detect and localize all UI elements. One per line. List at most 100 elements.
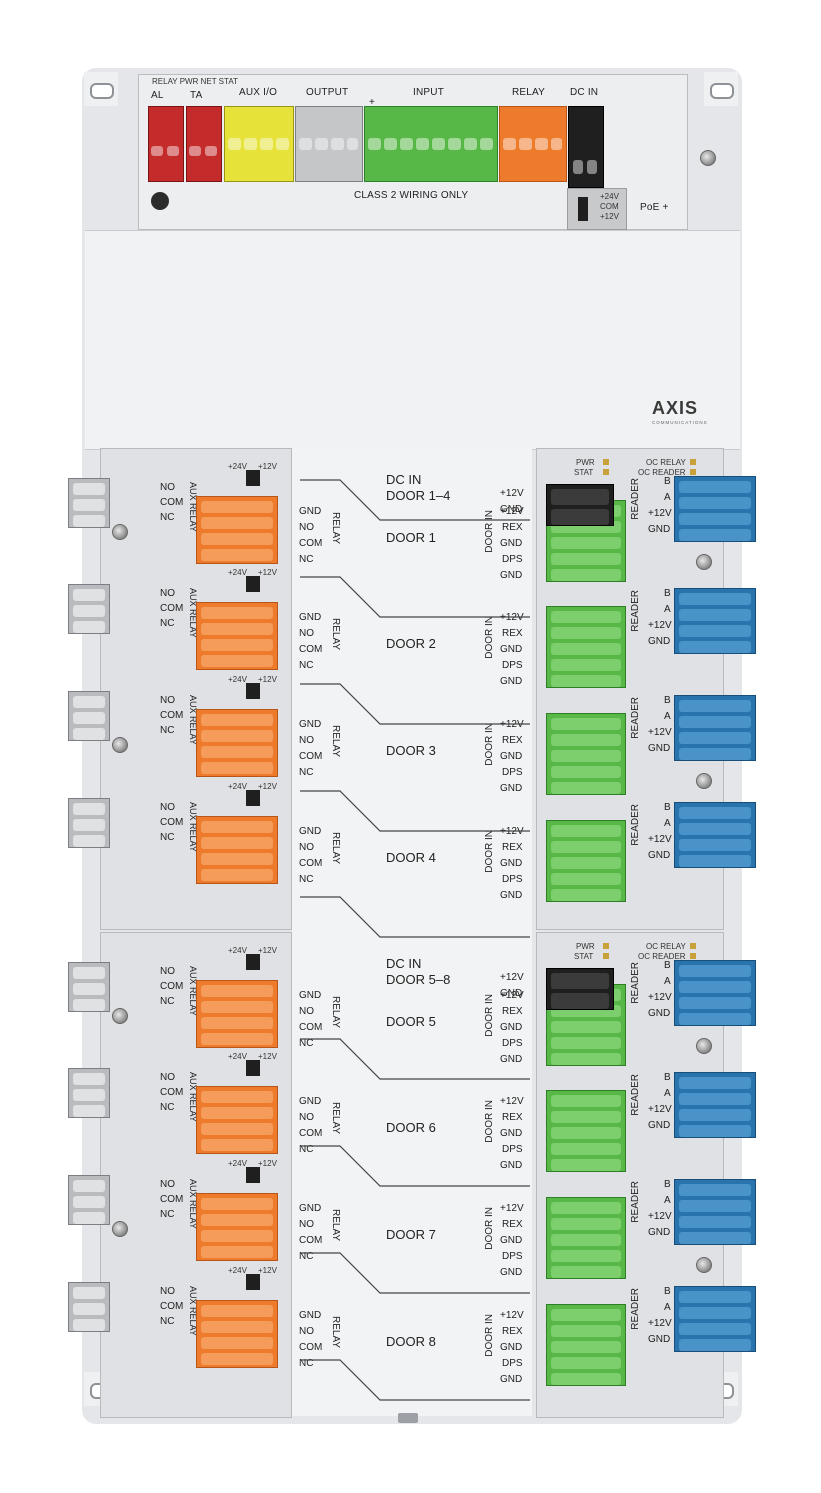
input-label: INPUT [413, 87, 444, 98]
terminal-pin [679, 609, 751, 621]
door-in-gnd-label: GND [500, 1022, 523, 1033]
reader-12v-label: +12V [648, 1211, 672, 1222]
voltage-jumper[interactable] [246, 470, 260, 486]
terminal-pin [679, 839, 751, 851]
terminal-pin [201, 607, 273, 619]
relay-terminal[interactable] [499, 106, 567, 182]
door-in-terminal[interactable] [546, 1304, 626, 1386]
aux-relay-terminal[interactable] [68, 798, 110, 848]
power-jumper[interactable] [578, 197, 588, 221]
voltage-jumper[interactable] [246, 790, 260, 806]
aux-relay-terminal[interactable] [68, 478, 110, 528]
door-in-terminal[interactable] [546, 713, 626, 795]
door-relay-terminal[interactable] [196, 980, 278, 1048]
door-in-terminal[interactable] [546, 606, 626, 688]
door-in-gnd-label: GND [500, 751, 523, 762]
reset-button[interactable] [151, 192, 169, 210]
com-label: COM [600, 202, 619, 211]
al-terminal[interactable] [148, 106, 184, 182]
relay-label: RELAY [330, 725, 341, 758]
terminal-pin [551, 873, 621, 885]
reader-gnd-label: GND [648, 1120, 671, 1131]
relay-pwr-net-stat-label: RELAY PWR NET STAT [152, 77, 238, 86]
voltage-jumper[interactable] [246, 954, 260, 970]
aux-relay-terminal[interactable] [68, 584, 110, 634]
panel-screw [112, 737, 128, 753]
poe-label: PoE + [640, 202, 669, 213]
voltage-jumper[interactable] [246, 1274, 260, 1290]
ta-terminal[interactable] [186, 106, 222, 182]
terminal-pin [201, 1353, 273, 1365]
reader-terminal[interactable] [674, 695, 756, 761]
reader-12v-label: +12V [648, 1318, 672, 1329]
reader-terminal[interactable] [674, 1286, 756, 1352]
terminal-pin [201, 1033, 273, 1045]
dc-in-door-terminal[interactable] [546, 484, 614, 526]
terminal-pin [551, 1037, 621, 1049]
output-terminal[interactable] [295, 106, 363, 182]
reader-terminal[interactable] [674, 960, 756, 1026]
pwr-led-label: PWR [576, 458, 595, 467]
pwr-led [603, 459, 609, 465]
reader-terminal[interactable] [674, 802, 756, 868]
aux-relay-label: AUX RELAY [188, 482, 198, 532]
reader-terminal[interactable] [674, 588, 756, 654]
input-terminal[interactable] [364, 106, 498, 182]
terminal-pin [551, 750, 621, 762]
aux-io-terminal[interactable] [224, 106, 294, 182]
panel-screw [112, 524, 128, 540]
dc-in-terminal[interactable] [568, 106, 604, 188]
terminal-pin [201, 853, 273, 865]
panel-screw [696, 1038, 712, 1054]
divider-line [300, 683, 530, 725]
voltage-jumper[interactable] [246, 683, 260, 699]
door-in-12v-label: +12V [500, 1096, 524, 1107]
dc-in-door-terminal[interactable] [546, 968, 614, 1010]
aux-relay-terminal[interactable] [68, 1068, 110, 1118]
terminal-pin [201, 517, 273, 529]
aux-relay-label: AUX RELAY [188, 1072, 198, 1122]
terminal-pin [201, 1214, 273, 1226]
plus12v-label: +12V [258, 946, 277, 955]
terminal-pin [201, 837, 273, 849]
aux-relay-label: AUX RELAY [188, 1179, 198, 1229]
door-relay-terminal[interactable] [196, 1086, 278, 1154]
reader-b-label: B [664, 476, 671, 487]
dc-in-label: DC IN [570, 87, 599, 98]
door-relay-terminal[interactable] [196, 709, 278, 777]
relay-gnd-label: GND [299, 506, 322, 517]
door-in-terminal[interactable] [546, 1197, 626, 1279]
terminal-pin [679, 1323, 751, 1335]
voltage-jumper[interactable] [246, 1060, 260, 1076]
terminal-pin [201, 1123, 273, 1135]
reader-terminal[interactable] [674, 1072, 756, 1138]
reader-terminal[interactable] [674, 476, 756, 542]
door-relay-terminal[interactable] [196, 496, 278, 564]
door-in-terminal[interactable] [546, 820, 626, 902]
terminal-pin [551, 627, 621, 639]
aux-nc-label: NC [160, 1102, 175, 1113]
door-relay-terminal[interactable] [196, 1300, 278, 1368]
door-relay-terminal[interactable] [196, 602, 278, 670]
terminal-pin [679, 965, 751, 977]
aux-relay-terminal[interactable] [68, 1175, 110, 1225]
voltage-jumper[interactable] [246, 1167, 260, 1183]
ta-label: TA [190, 90, 203, 101]
door-relay-terminal[interactable] [196, 816, 278, 884]
terminal-pin [551, 569, 621, 581]
dc-12v-label: +12V [500, 972, 524, 983]
aux-relay-terminal[interactable] [68, 962, 110, 1012]
aux-relay-terminal[interactable] [68, 691, 110, 741]
door-relay-terminal[interactable] [196, 1193, 278, 1261]
relay-no-label: NO [299, 1112, 314, 1123]
voltage-jumper[interactable] [246, 576, 260, 592]
terminal-pin [679, 732, 751, 744]
aux-relay-terminal[interactable] [68, 1282, 110, 1332]
relay-com-label: COM [299, 1022, 323, 1033]
door-in-terminal[interactable] [546, 1090, 626, 1172]
terminal-pin [551, 1127, 621, 1139]
door-in-rex-label: REX [502, 628, 523, 639]
oc-reader-label: OC READER [638, 468, 686, 477]
terminal-pin [551, 553, 621, 565]
reader-terminal[interactable] [674, 1179, 756, 1245]
